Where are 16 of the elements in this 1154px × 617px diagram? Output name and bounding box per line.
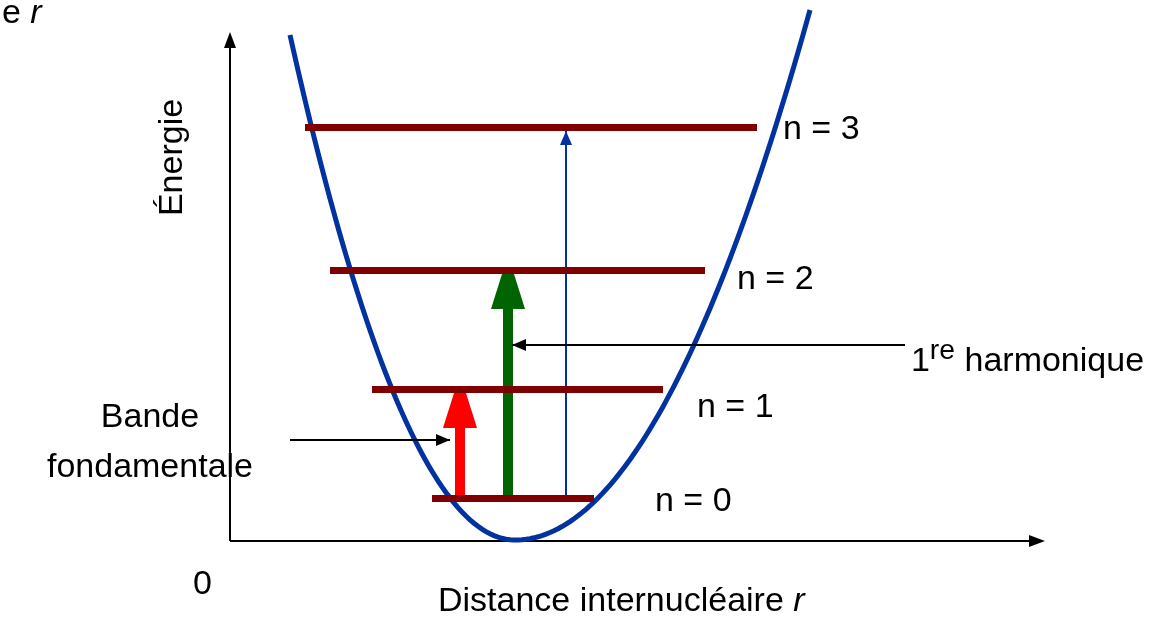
energy-level-bar — [372, 386, 663, 393]
energy-level-bar — [305, 124, 757, 131]
energy-level-bar — [432, 495, 594, 502]
origin-label: 0 — [193, 562, 212, 603]
annotation-text: 1$^{re}$ harmonique — [909, 331, 1146, 381]
level-label: n = 1 — [697, 385, 774, 426]
leader-arrow — [511, 339, 906, 351]
axis-title: Énergie — [150, 98, 191, 217]
level-label: n = 0 — [655, 479, 732, 520]
transition-arrow — [560, 130, 572, 496]
energy-level-bar — [330, 267, 705, 274]
level-label: n = 2 — [737, 257, 814, 298]
axis-title: e r — [2, 0, 42, 32]
level-label: n = 3 — [783, 107, 860, 148]
leader-arrow — [289, 434, 451, 446]
axis-title: Distance internucléaire r — [438, 579, 805, 617]
